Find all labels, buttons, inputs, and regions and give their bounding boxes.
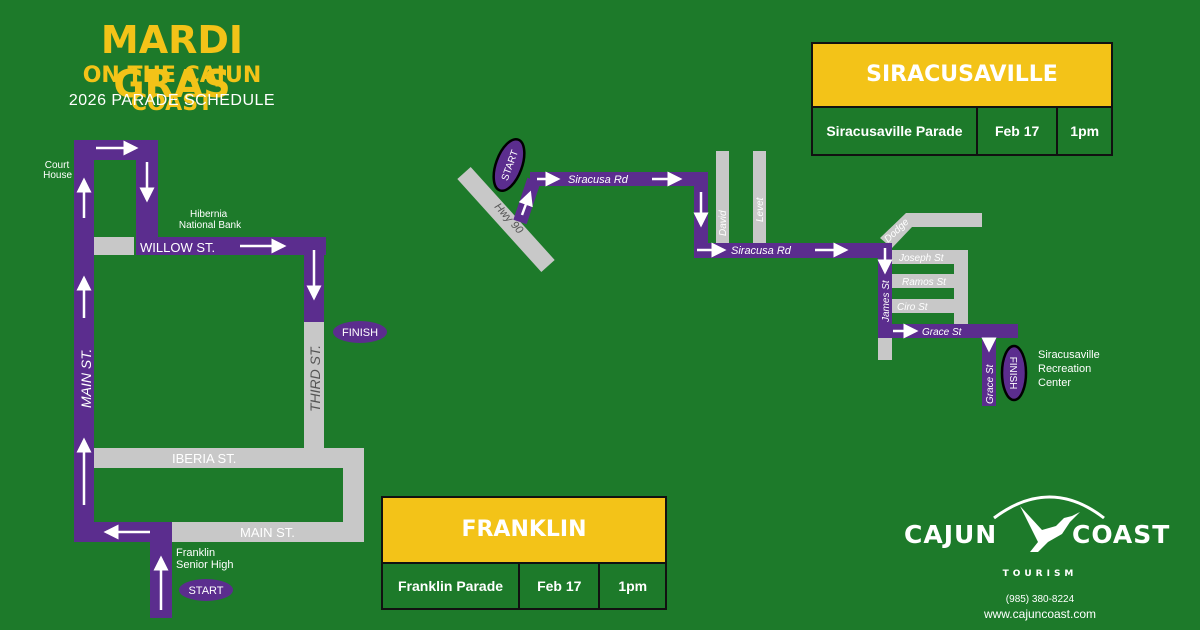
franklin-heading: FRANKLIN: [383, 498, 665, 564]
page-title: MARDI GRAS: [100, 18, 244, 106]
siracusaville-finish-label: FINISH: [1007, 357, 1018, 390]
label-james-st: James St: [881, 279, 892, 323]
street-hwy90: [457, 166, 555, 273]
franklin-finish-label: FINISH: [342, 327, 378, 339]
franklin-map: WILLOW ST. MAIN ST. THIRD ST. IBERIA ST.…: [43, 140, 387, 618]
landmark-hibernia-bank: Hibernia National Bank: [179, 209, 242, 231]
schedule-label: 2026 PARADE SCHEDULE: [68, 92, 276, 109]
street-iberia: [94, 448, 364, 468]
route-arrows-siracusaville: [518, 171, 997, 353]
franklin-schedule: FRANKLIN Franklin Parade Feb 17 1pm: [381, 496, 667, 610]
label-siracusa-rd-1: Siracusa Rd: [568, 174, 629, 186]
siracusaville-parade-time: 1pm: [1070, 123, 1100, 139]
label-levet: Levet: [755, 196, 766, 222]
siracusaville-finish-marker: FINISH: [1000, 344, 1028, 402]
siracusaville-parade-date: Feb 17: [978, 108, 1059, 154]
logo-cajun: CAJUN: [904, 520, 998, 549]
website-url: www.cajuncoast.com: [983, 607, 1097, 621]
street-david: [716, 151, 729, 243]
logo-coast: COAST: [1072, 520, 1171, 549]
label-siracusa-rd-2: Siracusa Rd: [731, 245, 792, 257]
label-third-st: THIRD ST.: [307, 345, 323, 412]
street-willow-west: [94, 237, 134, 255]
street-third: [304, 320, 324, 450]
label-ciro-st: Ciro St: [897, 302, 929, 313]
phone-number: (985) 380-8224: [1005, 594, 1075, 605]
label-main-st-vertical: MAIN ST.: [78, 349, 94, 408]
label-iberia-st: IBERIA ST.: [172, 451, 236, 466]
heron-logo-icon: [993, 495, 1105, 552]
siracusaville-parade-name: Siracusaville Parade: [813, 108, 978, 154]
label-ramos-st: Ramos St: [902, 277, 947, 288]
street-main-bottom: [172, 522, 364, 542]
street-ramos: [892, 274, 968, 288]
street-connector: [343, 448, 364, 542]
franklin-parade-time: 1pm: [618, 578, 648, 594]
street-dodge: [880, 213, 982, 248]
street-ciro: [892, 299, 968, 313]
landmark-senior-high: Franklin Senior High: [176, 547, 233, 571]
label-joseph-st: Joseph St: [898, 253, 945, 264]
landmark-rec-center: Siracusaville Recreation Center: [1038, 349, 1103, 389]
siracusaville-route: [513, 172, 1018, 406]
franklin-start-marker: [179, 579, 233, 601]
label-grace-st-v: Grace St: [985, 363, 996, 404]
label-main-st-bottom: MAIN ST.: [240, 525, 295, 540]
siracusaville-map: Hwy 90 Siracusa Rd Siracusa Rd David Lev…: [457, 137, 1103, 406]
franklin-start-label: START: [188, 585, 223, 597]
street-levet: [753, 151, 766, 243]
franklin-parade-name: Franklin Parade: [383, 564, 521, 608]
street-east-connector: [954, 250, 968, 326]
siracusaville-start-marker: START: [492, 137, 526, 193]
siracusaville-schedule: SIRACUSAVILLE Siracusaville Parade Feb 1…: [811, 42, 1113, 156]
franklin-finish-marker: [333, 321, 387, 343]
landmark-court-house: Court House: [43, 160, 72, 181]
page-subtitle: ON THE CAJUN COAST: [82, 63, 262, 116]
logo-tourism: TOURISM: [1002, 569, 1078, 579]
label-david: David: [718, 210, 729, 236]
street-joseph: [892, 250, 968, 264]
franklin-parade-date: Feb 17: [520, 564, 601, 608]
siracusaville-heading: SIRACUSAVILLE: [813, 44, 1111, 108]
route-arrows: [76, 140, 322, 610]
label-willow-st: WILLOW ST.: [140, 240, 215, 255]
label-grace-st-h: Grace St: [922, 327, 963, 338]
